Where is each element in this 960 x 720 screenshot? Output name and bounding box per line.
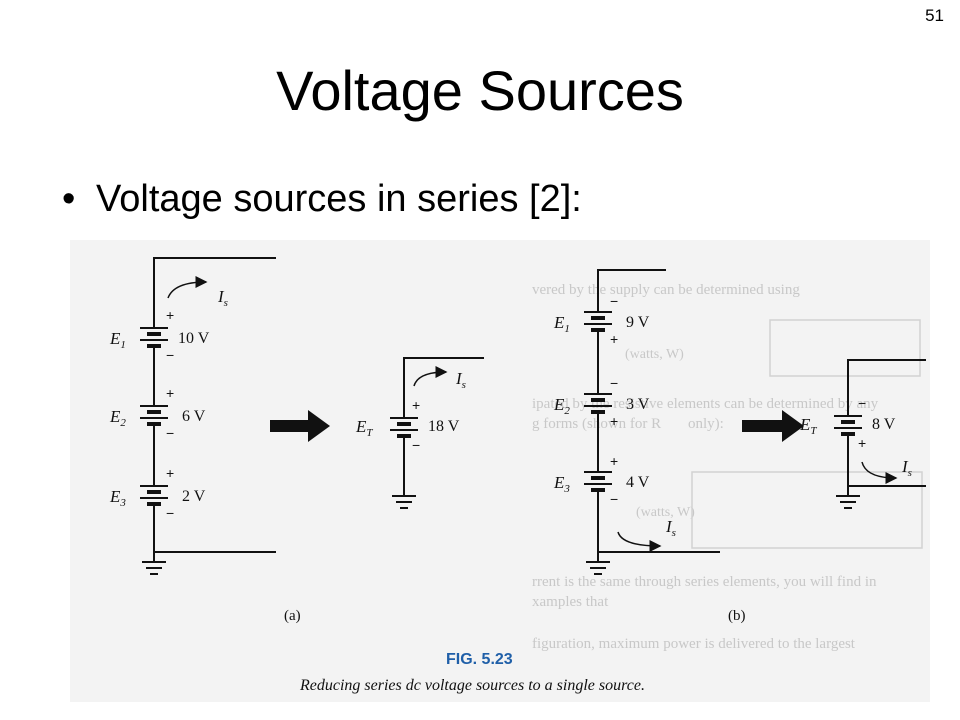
show-through-text: vered by the supply can be determined us… [532,282,923,652]
figure-svg: vered by the supply can be determined us… [109,257,926,694]
battery-e3-b: + − [584,453,618,552]
wire-a-top [153,257,276,274]
ghost-line-1: vered by the supply can be determined us… [532,282,800,298]
ground-icon [586,552,610,575]
right-arrow-icon [270,410,330,442]
wire-b-top [597,269,666,300]
source-value-e2-b: 3 V [626,396,650,413]
ghost-box-1 [769,319,921,377]
source-value-e1-b: 9 V [626,314,650,331]
polarity-plus: + [610,413,618,429]
figure-scan: vered by the supply can be determined us… [70,240,930,702]
source-label-e1-b: E1 [553,313,570,335]
battery-e3-a: + − [140,465,174,552]
source-value-e3-b: 4 V [626,474,650,491]
source-label-e2-b: E2 [553,395,570,417]
ghost-line-8: xamples that [532,594,609,610]
ghost-box-2 [691,471,923,549]
polarity-plus: + [412,397,420,413]
polarity-plus: + [166,385,174,401]
polarity-minus: − [166,425,174,441]
polarity-plus: + [610,331,618,347]
circuit-label-b: (b) [728,608,746,624]
source-label-e3-b: E3 [553,473,570,495]
equivalent-a: Is + − ET 18 V [355,357,484,509]
polarity-minus: − [858,395,866,411]
current-label-eq-b: Is [901,457,912,479]
equivalent-b: − + ET 8 V Is [799,359,926,509]
polarity-minus: − [610,375,618,391]
slide-title: Voltage Sources [276,59,684,122]
polarity-plus: + [166,465,174,481]
current-arrow-eq-b [861,461,898,484]
ghost-line-5: only): [688,416,724,432]
source-label-eq-b: ET [799,415,817,437]
source-value-eq-a: 18 V [428,418,460,435]
current-label-a: Is [217,287,228,309]
ghost-line-6: (watts, W) [636,505,695,520]
source-label-e1-a: E1 [109,329,126,351]
current-label-b: Is [665,517,676,539]
current-arrow-a [167,276,208,299]
source-value-e2-a: 6 V [182,408,206,425]
circuit-a: Is + − E1 10 V + − E2 6 V [109,257,301,624]
circuit-b: − + E1 9 V − + E2 3 V + − E3 4 V [553,269,746,624]
right-arrow-icon [742,410,804,442]
ghost-line-9: figuration, maximum power is delivered t… [532,636,856,652]
current-arrow-b [617,531,662,552]
ground-icon [836,486,860,509]
battery-e2-b: − + [584,375,618,472]
polarity-minus: − [166,505,174,521]
ground-icon [142,552,166,575]
circuit-label-a: (a) [284,608,301,624]
figure-number: FIG. 5.23 [446,651,513,668]
source-label-e2-a: E2 [109,407,126,429]
source-value-e1-a: 10 V [178,330,210,347]
slide-number: 51 [925,6,944,25]
battery-e1-a: + − [140,274,174,406]
source-value-e3-a: 2 V [182,488,206,505]
polarity-plus: + [166,307,174,323]
bullet-text: Voltage sources in series [2]: [96,178,582,220]
ghost-line-3: ipated by the resistive elements can be … [532,396,879,412]
current-arrow-eq-a [413,366,448,387]
ghost-line-2: (watts, W) [625,347,684,362]
polarity-minus: − [412,437,420,453]
polarity-plus: + [858,435,866,451]
ground-icon [392,492,416,509]
ghost-line-4: g forms (shown for R [532,416,661,432]
battery-e2-a: + − [140,385,174,486]
battery-e1-b: − + [584,293,618,394]
current-label-eq-a: Is [455,369,466,391]
polarity-minus: − [610,491,618,507]
figure-caption: Reducing series dc voltage sources to a … [299,677,645,694]
source-label-e3-a: E3 [109,487,126,509]
ghost-line-7: rrent is the same through series element… [532,574,877,590]
polarity-minus: − [610,293,618,309]
source-label-eq-a: ET [355,417,373,439]
bullet-item: • Voltage sources in series [2]: [62,178,582,221]
source-value-eq-b: 8 V [872,416,896,433]
polarity-minus: − [166,347,174,363]
polarity-plus: + [610,453,618,469]
bullet-dot-icon: • [62,178,76,220]
